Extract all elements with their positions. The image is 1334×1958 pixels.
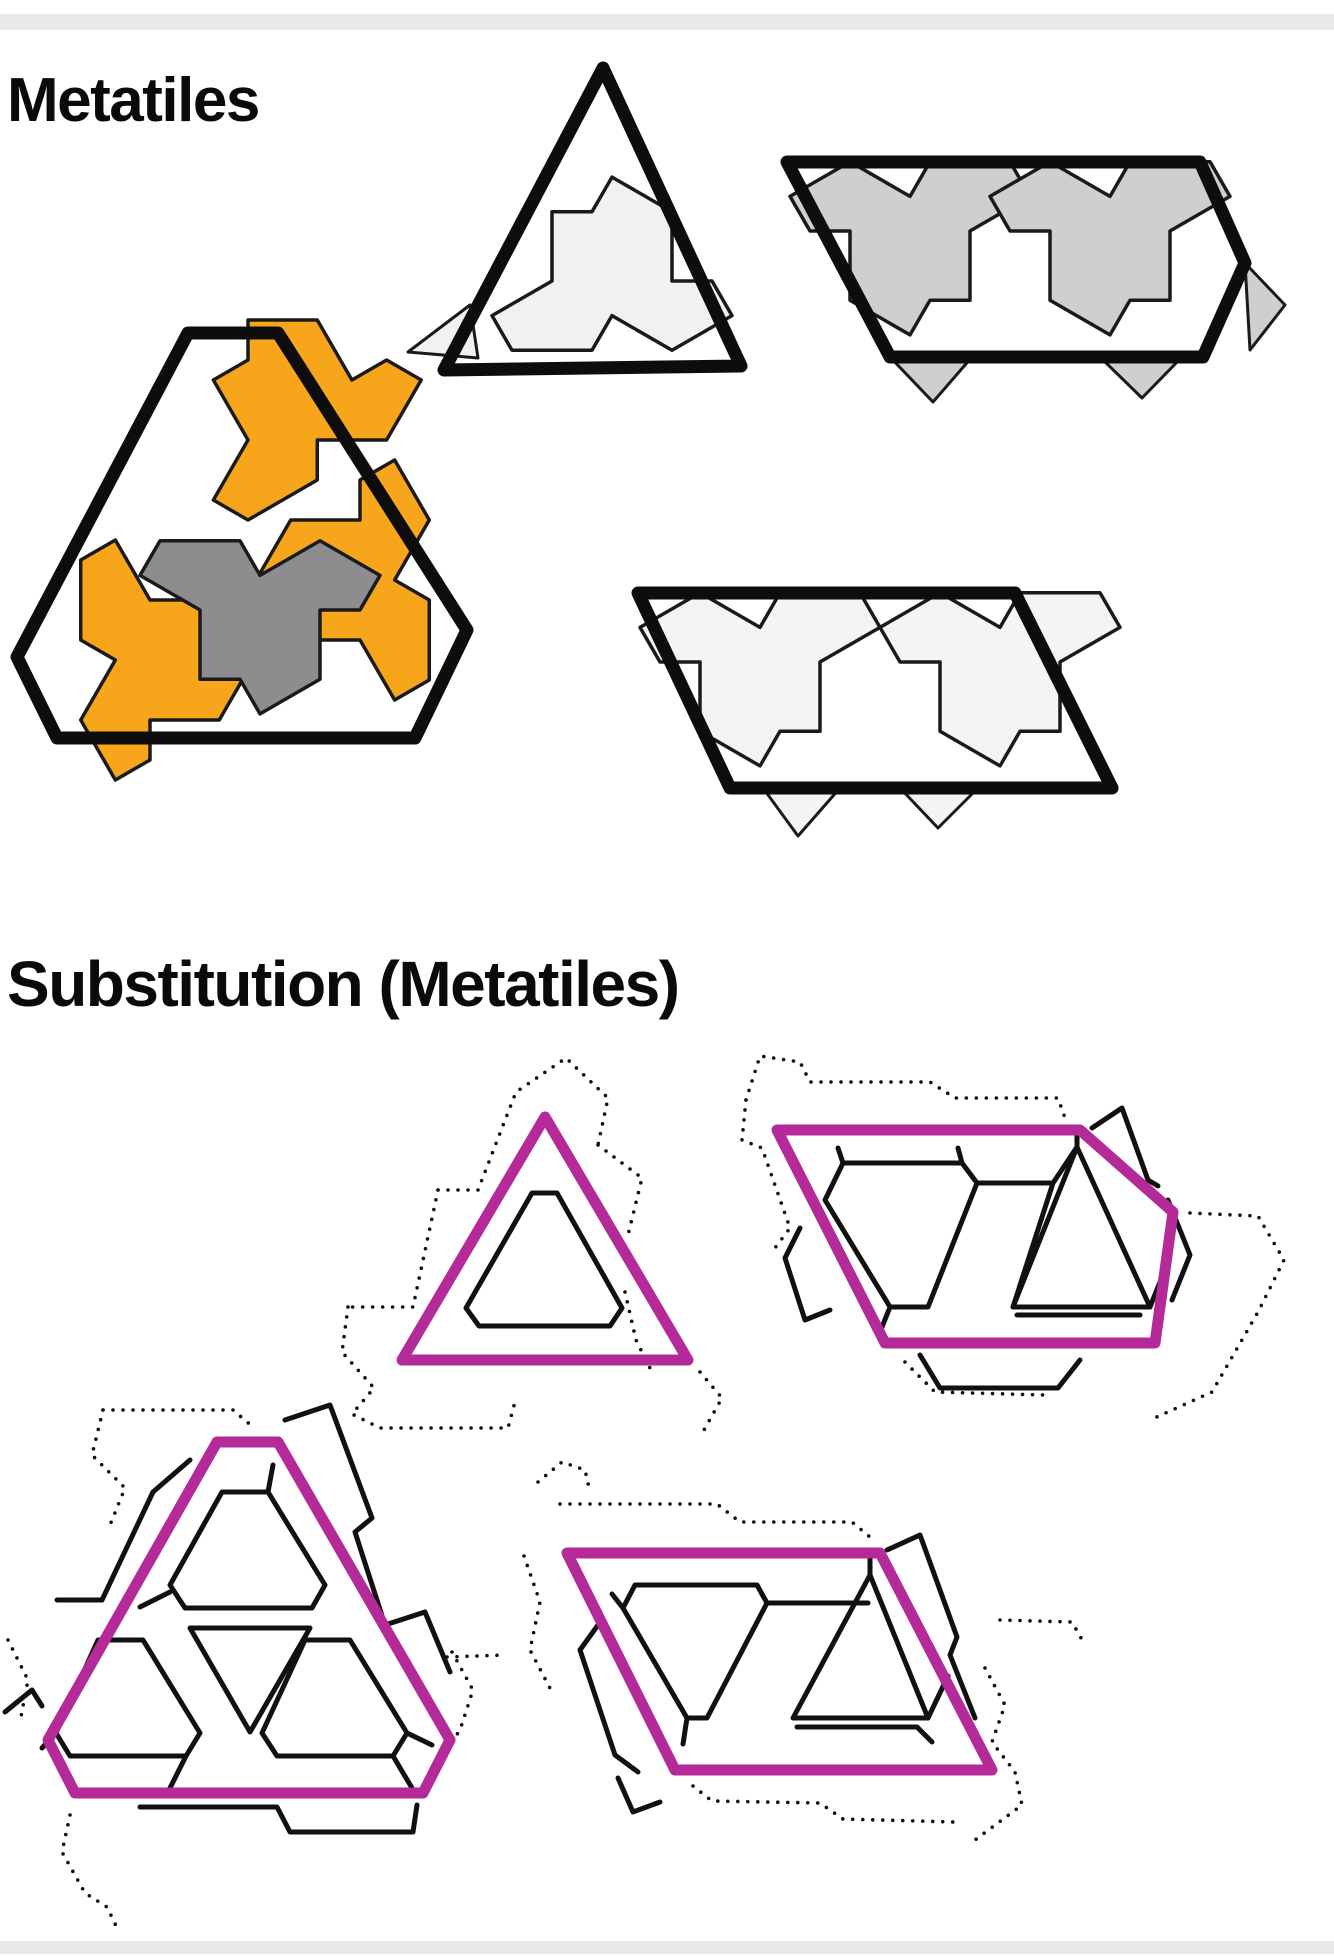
magenta-parallelogram-outline	[561, 1547, 998, 1776]
inner-hexagon-outline	[259, 1637, 410, 1759]
substituted-pentagon-figure	[740, 1053, 1287, 1422]
neighbor-outline	[137, 1802, 420, 1835]
dotted-hat-outline	[346, 1188, 440, 1309]
hat-fragment	[1243, 261, 1287, 352]
dotted-hat-outline	[740, 1098, 793, 1254]
magenta-triangle-outline	[396, 1111, 694, 1366]
neighbor-outline	[577, 1622, 641, 1775]
dotted-hat-outline	[445, 1653, 507, 1659]
hexagon-metatile-figure	[10, 260, 474, 780]
dotted-hat-outline	[90, 1408, 128, 1527]
inner-triangle-outline	[187, 1625, 313, 1735]
section-title-substitution: Substitution (Metatiles)	[7, 948, 680, 1020]
magenta-pentagon-outline	[771, 1124, 1179, 1349]
dotted-hat-outline	[998, 1618, 1087, 1647]
dotted-hat-outline	[101, 1408, 255, 1429]
inner-triangle-outline	[1010, 1144, 1153, 1310]
neighbor-outline	[615, 1775, 663, 1815]
dotted-hat-outline	[973, 1666, 1025, 1842]
dotted-hat-outline	[623, 1290, 654, 1374]
neighbor-outline	[422, 1609, 453, 1675]
magenta-hexagon-outline	[42, 1436, 456, 1799]
neighbor-outline	[54, 1457, 193, 1603]
dotted-hat-outline	[536, 1459, 592, 1494]
substituted-triangle-figure	[340, 1055, 725, 1432]
neighbor-outline	[917, 1352, 1083, 1391]
dotted-hat-outline	[522, 1554, 554, 1694]
inner-hexagon-outline	[822, 1160, 980, 1310]
section-title-metatiles: Metatiles	[7, 66, 260, 135]
dotted-hat-outline	[596, 1143, 645, 1237]
pentagon-metatile-figure	[787, 162, 1285, 402]
dotted-hat-outline	[436, 1055, 610, 1192]
neighbor-outline	[884, 1532, 978, 1721]
triangle-outline	[437, 61, 748, 377]
parallelogram-metatile-figure	[631, 586, 1120, 838]
substituted-parallelogram-figure	[522, 1459, 1087, 1842]
neighbor-outline	[782, 1225, 833, 1323]
top-edge-bar	[0, 14, 1334, 30]
inner-subdivision-lines	[609, 1553, 951, 1747]
hexagon-outline	[10, 326, 474, 745]
triangle-metatile-figure	[406, 61, 748, 377]
parallelogram-outline	[631, 586, 1119, 795]
dotted-hat-outline	[698, 1370, 725, 1432]
inner-hexagon-outline	[463, 1190, 625, 1329]
dotted-hat-outline	[1148, 1211, 1287, 1422]
hat-tile	[990, 162, 1230, 335]
dotted-hat-outline	[691, 1784, 957, 1824]
pentagon-outline	[780, 155, 1252, 364]
neighbor-outline	[1089, 1105, 1161, 1189]
dotted-hat-outline	[60, 1813, 120, 1932]
inner-triangle-outline	[790, 1572, 931, 1721]
dotted-hat-outline	[744, 1053, 1067, 1120]
substituted-hexagon-figure	[2, 1402, 507, 1932]
hat-fragment	[761, 786, 842, 838]
hat-fragment	[888, 355, 974, 404]
neighbor-outline	[2, 1687, 45, 1715]
bottom-edge-bar	[0, 1941, 1334, 1954]
neighbor-outline	[282, 1402, 428, 1628]
dotted-hat-outline	[558, 1502, 872, 1539]
inner-hexagon-outline	[167, 1489, 328, 1611]
dotted-hat-outline	[436, 1650, 475, 1764]
